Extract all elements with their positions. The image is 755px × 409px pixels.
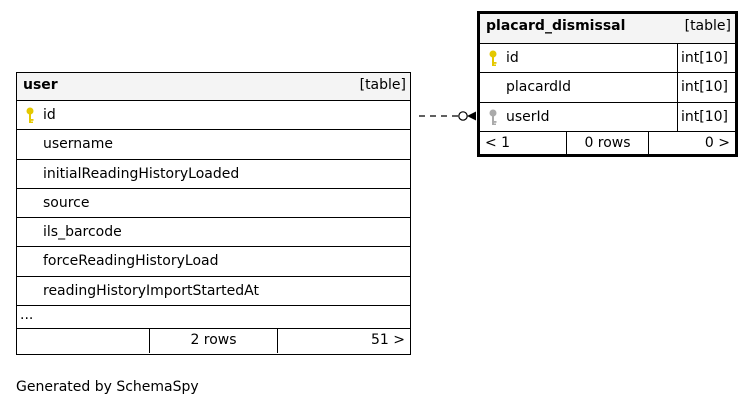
column-name: userId xyxy=(506,108,550,125)
optional-marker xyxy=(458,111,468,121)
foreign-key-icon xyxy=(489,109,497,125)
column-row[interactable]: id xyxy=(17,101,410,131)
placard-dismissal-table[interactable]: placard_dismissal [table] id int[10] pla… xyxy=(477,11,738,157)
column-row[interactable]: initialReadingHistoryLoaded xyxy=(17,160,410,189)
column-row[interactable]: forceReadingHistoryLoad xyxy=(17,247,410,277)
column-name: id xyxy=(43,107,56,123)
many-crow-foot xyxy=(467,111,476,121)
column-row[interactable]: username xyxy=(17,130,410,160)
children-count: 51 > xyxy=(277,329,410,354)
column-name: id xyxy=(506,50,519,66)
column-type: int[10] xyxy=(677,44,735,73)
parents-count: < 1 xyxy=(485,134,511,151)
column-type: int[10] xyxy=(677,73,735,102)
column-name: placardId xyxy=(506,79,572,96)
row-count: 0 rows xyxy=(566,131,648,156)
table-footer: < 1 0 rows 0 > xyxy=(480,131,735,156)
column-row[interactable]: source xyxy=(17,189,410,219)
column-name: source xyxy=(43,194,90,211)
table-name[interactable]: user xyxy=(23,77,58,93)
column-row[interactable]: placardId int[10] xyxy=(480,73,735,103)
column-row[interactable]: readingHistoryImportStartedAt xyxy=(17,277,410,307)
primary-key-icon xyxy=(26,107,34,123)
table-footer: 2 rows 51 > xyxy=(17,329,410,354)
column-name: username xyxy=(43,136,113,153)
table-kind: [table] xyxy=(684,18,731,34)
column-name: forceReadingHistoryLoad xyxy=(43,253,219,270)
parents-count xyxy=(17,329,149,353)
column-name: ils_barcode xyxy=(43,224,122,241)
column-type: int[10] xyxy=(677,102,735,131)
placard-table-header: placard_dismissal [table] xyxy=(480,14,735,44)
table-name[interactable]: placard_dismissal xyxy=(486,18,626,34)
column-row[interactable]: id int[10] xyxy=(480,44,735,74)
column-name: readingHistoryImportStartedAt xyxy=(43,282,259,299)
user-table-header: user [table] xyxy=(17,73,410,101)
user-table[interactable]: user [table] id username initialReadingH… xyxy=(16,72,411,355)
primary-key-icon xyxy=(489,50,497,66)
children-count: 0 > xyxy=(648,131,735,156)
column-name: initialReadingHistoryLoaded xyxy=(43,165,240,182)
column-row[interactable]: userId int[10] xyxy=(480,102,735,132)
table-kind: [table] xyxy=(359,77,406,93)
row-count: 2 rows xyxy=(149,329,277,354)
column-row[interactable]: ils_barcode xyxy=(17,218,410,248)
more-columns: ... xyxy=(17,306,410,330)
generated-by-label: Generated by SchemaSpy xyxy=(16,379,199,395)
